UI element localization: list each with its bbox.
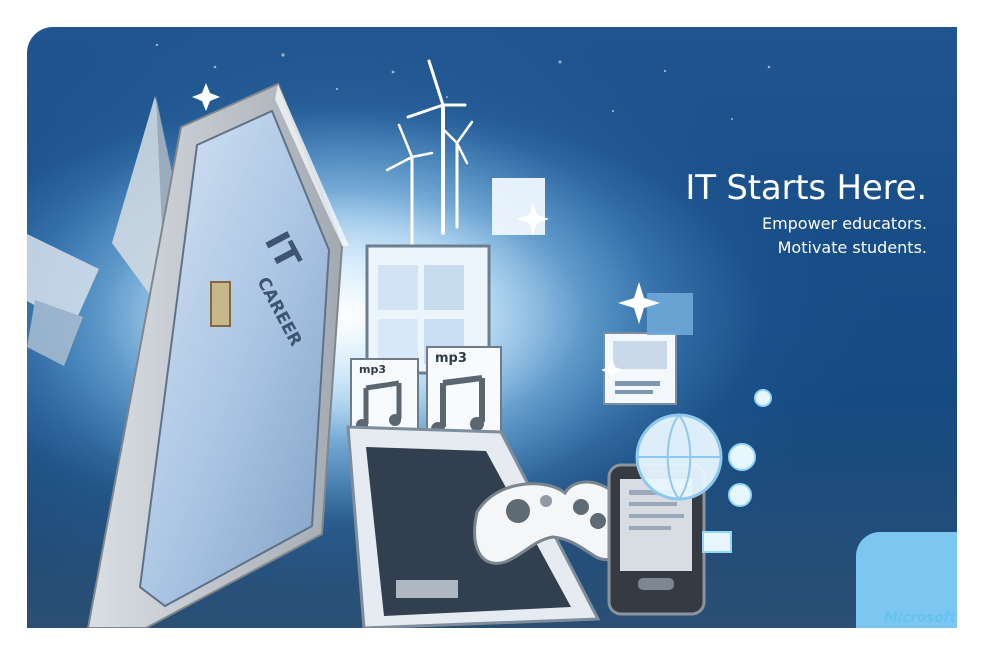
brand-corner-panel xyxy=(856,532,957,628)
poster-background: IT CAREER mp3 xyxy=(27,27,957,628)
wind-turbine-icon xyxy=(406,59,467,235)
city-panels xyxy=(27,234,99,366)
door-handle xyxy=(210,281,231,327)
mp3-label: mp3 xyxy=(359,363,386,376)
illustration: IT CAREER mp3 xyxy=(27,27,957,628)
subheadline-line-1: Empower educators. xyxy=(761,214,927,233)
headline: IT Starts Here. xyxy=(685,168,927,208)
subheadline-line-2: Motivate students. xyxy=(777,238,927,257)
microsoft-logo: Microsoft xyxy=(884,610,956,626)
network-icons xyxy=(702,389,772,553)
starfield xyxy=(155,43,771,120)
wind-turbine-icon xyxy=(385,123,434,248)
wind-turbines xyxy=(385,59,474,248)
game-controller-icon xyxy=(473,480,629,565)
gear-icon xyxy=(728,483,752,507)
sparkles xyxy=(192,83,660,381)
laptop xyxy=(346,425,601,628)
globe-icon xyxy=(635,413,723,501)
subheadline: Empower educators. Motivate students. xyxy=(697,212,927,260)
globe-icon xyxy=(728,443,756,471)
mp3-label: mp3 xyxy=(435,351,467,366)
wind-turbine-icon xyxy=(441,120,474,229)
envelope-icon xyxy=(702,531,732,553)
door-icon xyxy=(86,82,349,628)
location-pin-icon xyxy=(754,389,772,407)
